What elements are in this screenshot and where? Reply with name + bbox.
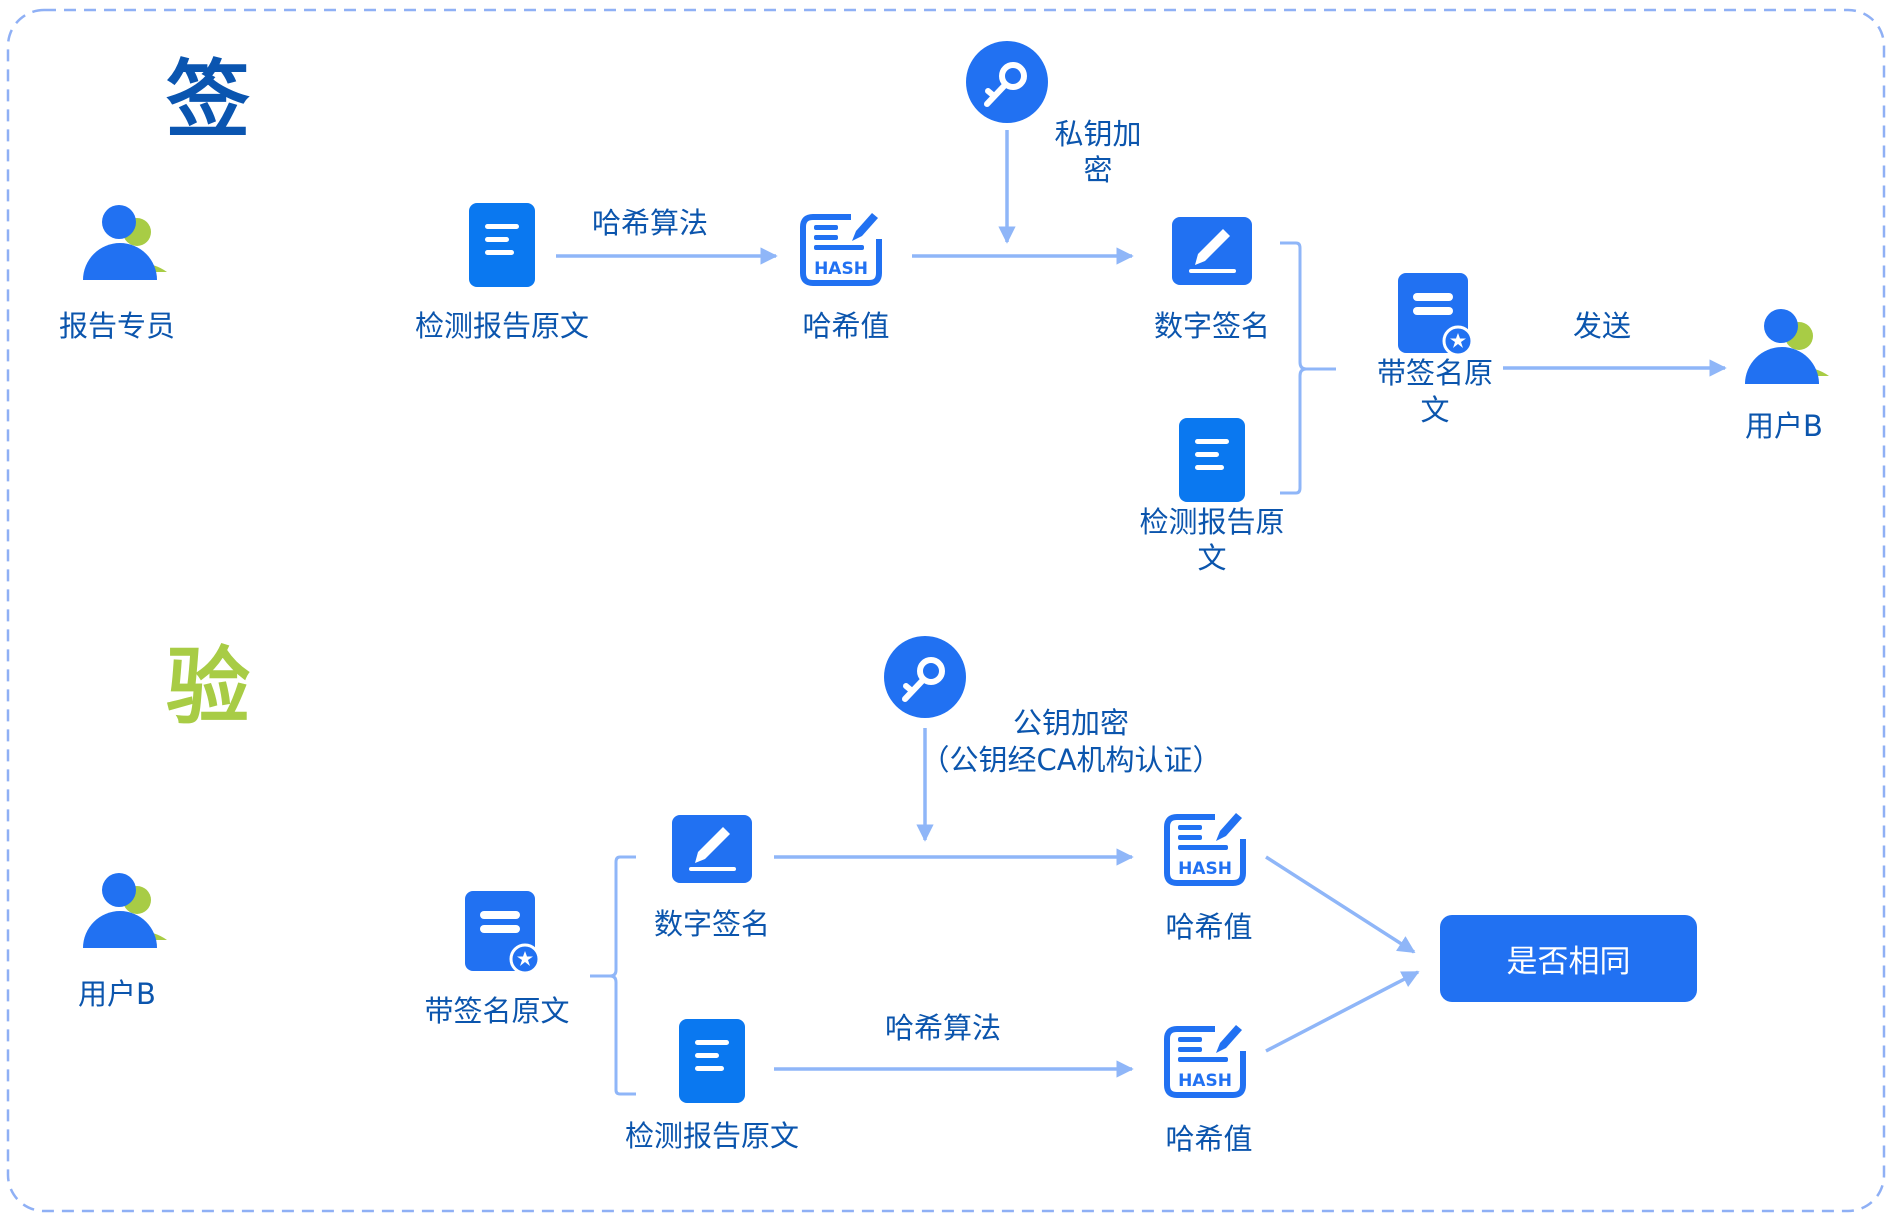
merge-bracket	[1280, 241, 1336, 495]
hash-value-icon	[803, 213, 879, 283]
digital-signature-label: 数字签名	[1153, 309, 1271, 343]
verify-section-title: 验	[166, 638, 251, 736]
verifier-person-icon	[83, 873, 167, 948]
signed-doc-icon	[1396, 271, 1474, 357]
reporter-person-icon	[83, 205, 167, 280]
original-doc-2-label-line2: 文	[1197, 541, 1227, 575]
digital-signature-icon-verify	[672, 815, 752, 883]
verifier-label: 用户B	[78, 977, 156, 1011]
private-key-label-line2: 密	[1083, 153, 1113, 187]
split-bracket	[590, 855, 636, 1096]
original-doc-label: 检测报告原文	[414, 309, 590, 343]
public-key-label-line2: （公钥经CA机构认证）	[920, 743, 1222, 777]
private-key-icon	[966, 41, 1048, 123]
original-doc-icon-verify	[679, 1019, 745, 1103]
receiver-label: 用户B	[1745, 409, 1823, 443]
private-key-label-line1: 私钥加	[1054, 117, 1142, 151]
hash-value-icon-2	[1167, 1025, 1243, 1095]
public-key-label-line1: 公钥加密	[1012, 706, 1130, 740]
hash-value-1-label: 哈希值	[1165, 910, 1253, 944]
original-doc-icon-2	[1179, 418, 1245, 502]
original-doc-2-label-line1: 检测报告原	[1139, 505, 1285, 539]
hash-algo-label: 哈希算法	[591, 206, 709, 240]
digital-signature-icon	[1172, 217, 1252, 285]
hash-value-icon-1	[1167, 813, 1243, 883]
receiver-person-icon	[1745, 309, 1829, 384]
signed-doc-label-line2: 文	[1420, 393, 1450, 427]
compare-arrow-2	[1265, 970, 1420, 1053]
sign-section-title: 签	[166, 51, 251, 149]
frame-border	[6, 8, 1886, 1213]
original-doc-verify-label: 检测报告原文	[624, 1119, 800, 1153]
hash-value-label: 哈希值	[802, 309, 890, 343]
public-key-icon	[884, 636, 966, 718]
digital-signature-verify-label: 数字签名	[653, 907, 771, 941]
original-doc-icon	[469, 203, 535, 287]
signed-doc-verify-label: 带签名原文	[424, 994, 570, 1028]
reporter-label: 报告专员	[58, 309, 176, 343]
hash-algo-verify-label: 哈希算法	[884, 1011, 1002, 1045]
signed-doc-icon-verify	[463, 889, 541, 975]
send-label: 发送	[1572, 309, 1632, 343]
compare-arrow-1	[1265, 855, 1416, 954]
compare-result-button[interactable]: 是否相同	[1440, 915, 1697, 1002]
hash-value-2-label: 哈希值	[1165, 1122, 1253, 1156]
signed-doc-label-line1: 带签名原	[1376, 356, 1494, 390]
